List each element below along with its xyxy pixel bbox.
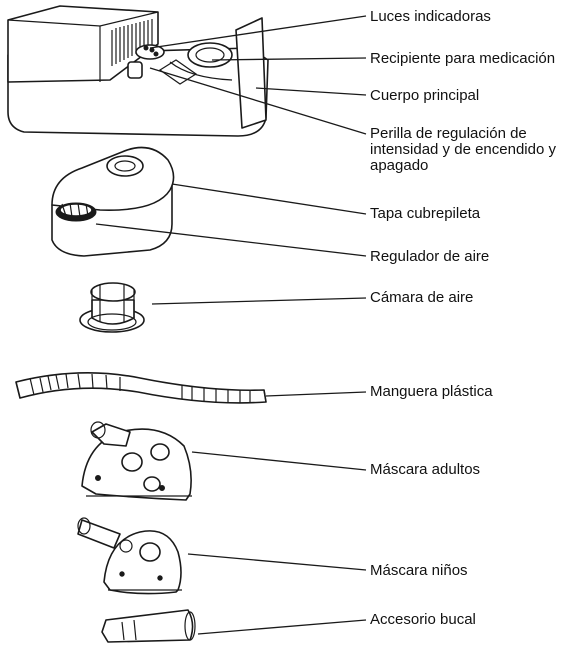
label-main-body: Cuerpo principal bbox=[370, 87, 480, 104]
label-indicator-lights: Luces indicadoras bbox=[370, 8, 491, 25]
adult-mask-illustration bbox=[81, 421, 192, 501]
label-intensity-knob: Perilla de regulación de intensidad y de… bbox=[370, 125, 556, 174]
child-mask-illustration bbox=[77, 517, 182, 595]
label-air-regulator: Regulador de aire bbox=[370, 248, 490, 265]
label-adult-mask: Máscara adultos bbox=[370, 461, 481, 478]
well-cover-illustration bbox=[51, 146, 175, 257]
label-well-cover: Tapa cubrepileta bbox=[370, 205, 481, 222]
label-medication-cup: Recipiente para medicación bbox=[370, 50, 556, 67]
label-child-mask: Máscara niños bbox=[370, 562, 468, 579]
label-mouthpiece: Accesorio bucal bbox=[370, 611, 476, 628]
air-chamber-illustration bbox=[79, 282, 145, 333]
label-plastic-hose: Manguera plástica bbox=[370, 383, 493, 400]
mouthpiece-illustration bbox=[101, 609, 196, 643]
main-body-illustration bbox=[7, 5, 269, 137]
label-air-chamber: Cámara de aire bbox=[370, 289, 474, 306]
plastic-hose-illustration bbox=[15, 372, 267, 404]
leader-lines bbox=[95, 15, 367, 635]
